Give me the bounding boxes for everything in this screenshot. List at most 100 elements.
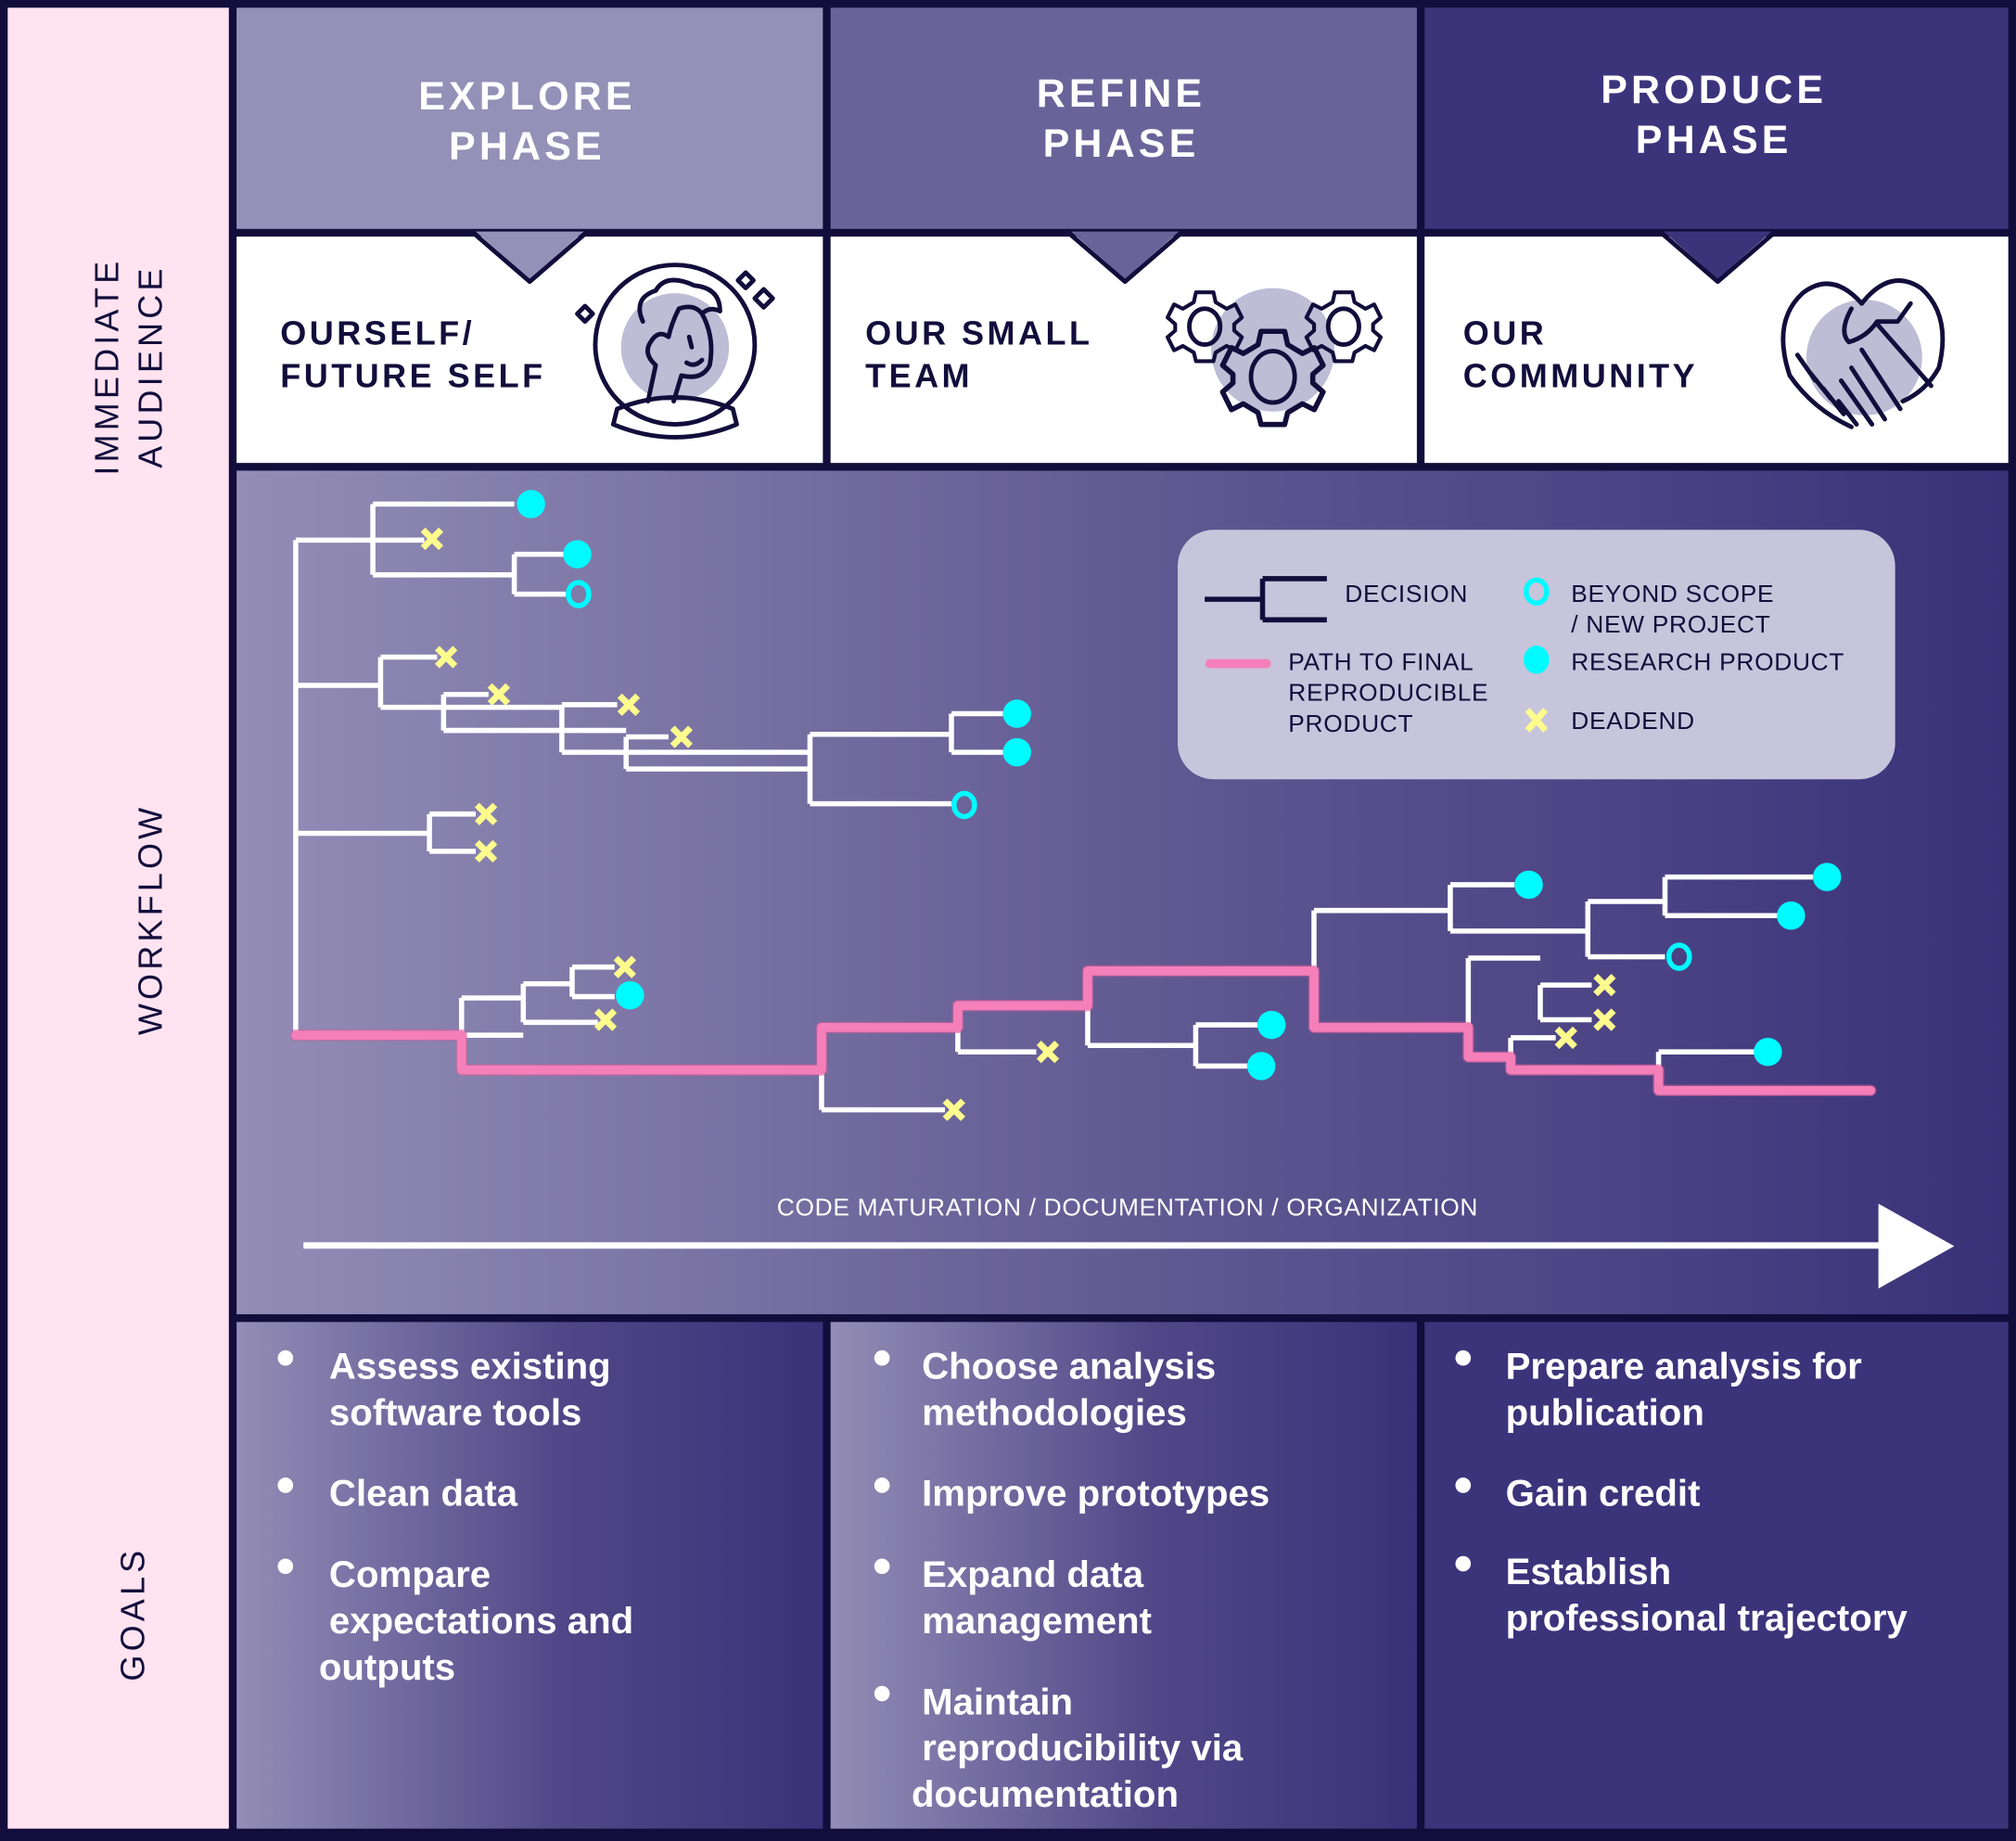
gears-icon (1165, 288, 1384, 428)
goals-cell-refine (830, 1322, 1417, 1829)
beyond-scope-icon (951, 790, 977, 820)
goal-text-line: documentation (912, 1773, 1179, 1815)
phase-title-line2: PHASE (449, 124, 606, 169)
decision-branch (1538, 982, 1592, 1023)
handshake-heart-icon (1780, 278, 1946, 429)
decision-branch (1193, 1022, 1257, 1069)
deadend-icon (487, 683, 511, 706)
goals-cell-explore (236, 1322, 823, 1829)
legend-item-path: PATH TO FINAL REPRODUCIBLE PRODUCT (1205, 647, 1488, 737)
legend-item-decision: DECISION (1205, 576, 1468, 623)
decision-branch (949, 710, 1003, 755)
audience-label-explore-line1: OURSELF/ (280, 314, 475, 352)
deadend-icon (1525, 708, 1549, 733)
goal-text-line: Maintain (922, 1681, 1073, 1722)
legend-item-beyond-scope: BEYOND SCOPE / NEW PROJECT (1523, 577, 1774, 638)
audience-label-refine-line1: OUR SMALL (865, 314, 1092, 352)
goal-item: Clean data (277, 1473, 518, 1515)
research-product-icon (1002, 699, 1031, 728)
legend-label-beyond-line2: / NEW PROJECT (1571, 610, 1770, 638)
maturation-axis-label: CODE MATURATION / DOCUMENTATION / ORGANI… (777, 1193, 1478, 1221)
row-label-audience-line2: AUDIENCE (132, 264, 170, 467)
final-path-line (291, 965, 1876, 1095)
decision-branch (511, 551, 567, 597)
bullet-icon (874, 1685, 890, 1702)
research-product-icon (616, 980, 644, 1010)
phase-title-line1: EXPLORE (418, 74, 635, 119)
legend-label-path-line3: PRODUCT (1288, 710, 1413, 737)
bullet-icon (277, 1477, 294, 1493)
bullet-icon (277, 1349, 294, 1366)
deadend-icon (474, 802, 498, 825)
goal-text-line: Gain credit (1506, 1473, 1701, 1515)
research-product-icon (1777, 901, 1805, 930)
goal-text-line: Prepare analysis for (1506, 1345, 1863, 1387)
decision-branch (807, 731, 951, 807)
phase-header-refine: REFINE PHASE (830, 7, 1417, 229)
row-label-sidebar (7, 7, 229, 1829)
deadend-icon (1554, 1026, 1577, 1050)
legend: DECISION PATH TO FINAL REPRODUCIBLE PROD… (1178, 530, 1895, 780)
legend-label-decision: DECISION (1345, 580, 1468, 607)
research-product-icon (563, 540, 592, 569)
decision-branch (1448, 882, 1589, 934)
deadend-icon (1593, 973, 1616, 997)
research-product-icon (1812, 863, 1842, 891)
goal-text-line: Clean data (329, 1473, 518, 1515)
bullet-icon (1455, 1555, 1472, 1572)
audience-label-produce-line1: OUR (1463, 314, 1547, 352)
decision-branch (1662, 874, 1813, 918)
maturation-arrow-icon (303, 1203, 1955, 1289)
deadend-icon (474, 839, 498, 863)
audience-label-refine-line2: TEAM (865, 356, 973, 394)
goal-text-line: Compare (329, 1553, 491, 1595)
legend-label-beyond-line1: BEYOND SCOPE (1571, 580, 1774, 607)
phase-title-line2: PHASE (1636, 118, 1793, 162)
row-label-audience: IMMEDIATE AUDIENCE (88, 258, 170, 476)
deadend-icon (613, 955, 636, 978)
phase-title-line1: PRODUCE (1601, 68, 1827, 112)
research-product-icon (1754, 1037, 1782, 1067)
research-product-icon (1002, 737, 1031, 767)
legend-label-deadend: DEADEND (1571, 707, 1695, 735)
phase-title-line2: PHASE (1043, 121, 1200, 166)
decision-branch (559, 702, 810, 755)
legend-item-research-product: RESEARCH PRODUCT (1523, 646, 1844, 675)
decision-icon (1205, 576, 1327, 623)
goal-text-line: Assess existing (329, 1345, 611, 1387)
goal-text-line: Choose analysis (922, 1345, 1216, 1387)
legend-label-path-line2: REPRODUCIBLE (1288, 679, 1488, 707)
research-product-icon (1514, 870, 1543, 900)
phase-pointer-explore (470, 230, 589, 285)
audience-label-explore-line2: FUTURE SELF (280, 356, 545, 394)
beyond-scope-icon (1665, 942, 1692, 971)
goal-text-line: reproducibility via (922, 1727, 1244, 1769)
goal-text-line: Establish (1506, 1551, 1672, 1592)
goal-text-line: management (922, 1600, 1152, 1642)
goal-text-line: expectations and (329, 1600, 633, 1642)
deadend-icon (420, 527, 444, 551)
phase-title-line1: REFINE (1037, 71, 1206, 116)
deadend-icon (942, 1098, 965, 1121)
deadend-icon (593, 1008, 618, 1031)
phase-header-explore: EXPLORE PHASE (236, 7, 823, 229)
research-product-icon (517, 490, 545, 518)
decision-branch (623, 734, 810, 772)
goal-text-line: outputs (319, 1646, 455, 1688)
phase-pointer-refine (1065, 230, 1184, 285)
legend-item-deadend: DEADEND (1525, 707, 1695, 735)
decision-branch (569, 964, 615, 1000)
bullet-icon (874, 1349, 890, 1366)
research-product-icon (1246, 1052, 1276, 1080)
decision-branch (458, 995, 524, 1038)
research-product-icon (1523, 646, 1550, 674)
decision-branch (1585, 899, 1665, 960)
bullet-icon (1455, 1349, 1472, 1366)
